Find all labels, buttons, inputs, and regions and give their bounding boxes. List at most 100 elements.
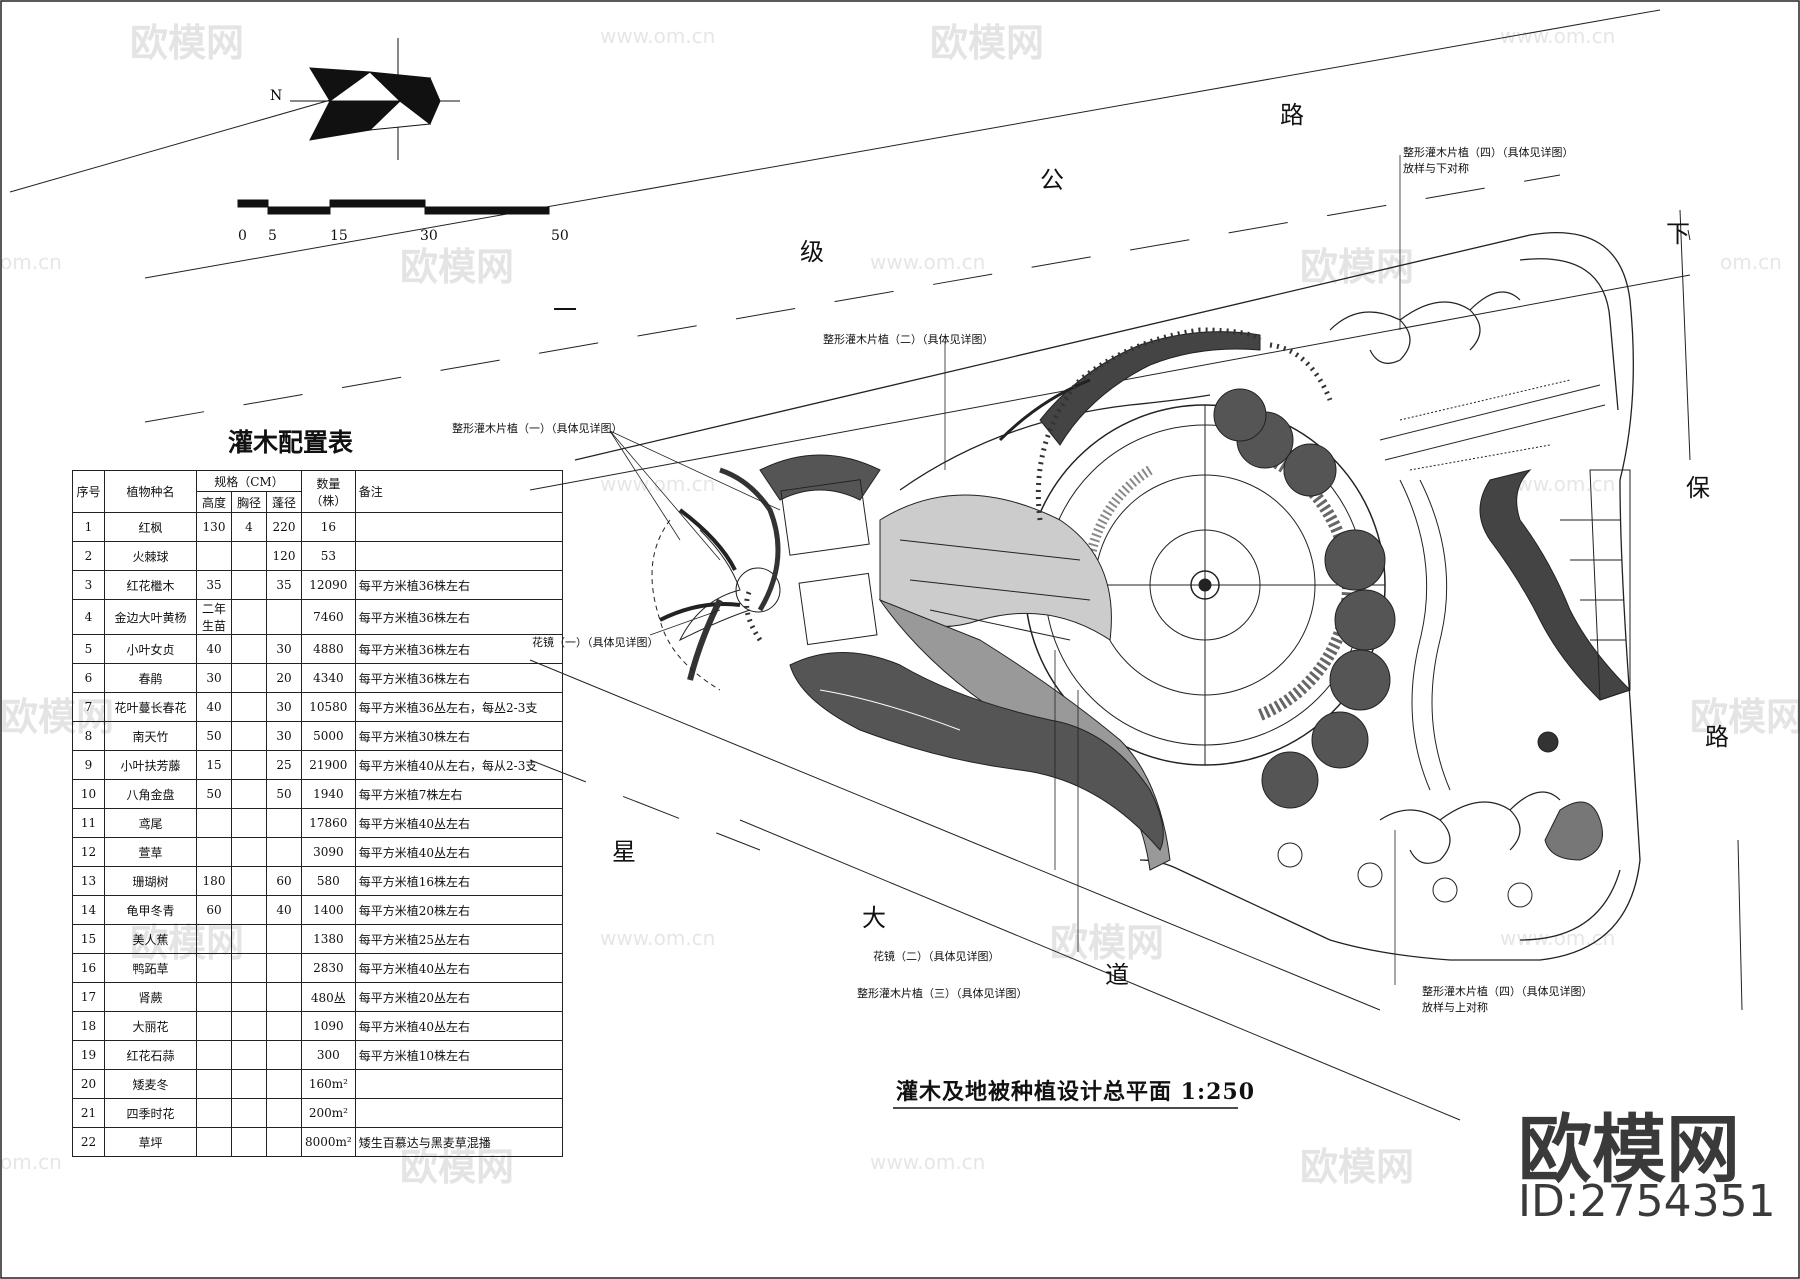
cell-no: 8 (72, 721, 105, 751)
header-no: 序号 (72, 470, 105, 513)
cell-height (196, 1011, 232, 1041)
cell-no: 9 (72, 750, 105, 780)
scale-number: 30 (420, 228, 438, 244)
plan-title: 灌木及地被种植设计总平面 1:250 (896, 1079, 1256, 1105)
cell-crown: 35 (266, 570, 302, 600)
road-label-right: 路 (1705, 723, 1729, 751)
cell-qty: 580 (301, 866, 356, 896)
road-label-right: 保 (1686, 474, 1710, 502)
watermark-url: www.om.cn (600, 926, 716, 950)
callout-label: 整形灌木片植（四）（具体见详图） (1422, 985, 1593, 998)
diagonal-walkway (1379, 379, 1606, 791)
cell-crown: 30 (266, 721, 302, 751)
header-crown: 蓬径 (266, 491, 302, 513)
watermark-url: www.om.cn (600, 472, 716, 496)
cell-qty: 17860 (301, 808, 356, 838)
cell-no: 10 (72, 779, 105, 809)
cell-crown: 40 (266, 895, 302, 925)
brand-id: ID:2754351 (1518, 1176, 1776, 1227)
bottom-right-bed (1537, 731, 1603, 861)
watermark-brand: 欧模网 (930, 21, 1045, 65)
cell-height (196, 1127, 232, 1157)
cell-no: 14 (72, 895, 105, 925)
brand-logo: 欧模网 (1518, 1107, 1740, 1193)
cell-no: 2 (72, 541, 105, 571)
cell-name: 萱草 (104, 837, 197, 867)
road-label-top: 公 (1040, 166, 1064, 194)
cell-no: 17 (72, 982, 105, 1012)
road-label-top: 一 (553, 296, 577, 324)
cell-dbh (231, 808, 267, 838)
cell-note: 每平方米植36株左右 (354, 663, 563, 693)
cell-qty: 1400 (301, 895, 356, 925)
cell-crown (266, 1069, 302, 1099)
cell-qty: 4880 (301, 634, 356, 664)
scalloped-bed (1213, 388, 1396, 809)
north-label: N (270, 88, 282, 104)
cell-qty: 1090 (301, 1011, 356, 1041)
watermark-url: om.cn (1720, 250, 1782, 274)
watermark-brand: 欧模网 (1050, 921, 1165, 965)
cell-name: 肾蕨 (104, 982, 197, 1012)
cell-crown: 30 (266, 634, 302, 664)
right-shrub-band (1479, 469, 1631, 701)
cell-crown (266, 982, 302, 1012)
cell-crown (266, 837, 302, 867)
cell-no: 4 (72, 599, 105, 635)
scale-number: 15 (330, 228, 348, 244)
cell-crown: 50 (266, 779, 302, 809)
table-title: 灌木配置表 (228, 428, 354, 457)
cell-qty: 21900 (301, 750, 356, 780)
cell-crown (266, 808, 302, 838)
cell-crown (266, 1098, 302, 1128)
road-label-bottom: 星 (612, 838, 636, 866)
cell-name: 八角金盘 (104, 779, 197, 809)
cell-height: 二年生苗 (196, 599, 232, 635)
cell-height (196, 541, 232, 571)
cell-name: 珊瑚树 (104, 866, 197, 896)
cell-height (196, 1069, 232, 1099)
cell-dbh (231, 866, 267, 896)
cell-crown (266, 1127, 302, 1157)
cell-dbh (231, 1127, 267, 1157)
cell-qty: 200m² (301, 1098, 356, 1128)
cell-note: 每平方米植36丛左右，每丛2-3支 (354, 692, 563, 722)
cell-note (354, 512, 563, 542)
watermark-url: om.cn (0, 250, 62, 274)
cell-name: 火棘球 (104, 541, 197, 571)
cell-height (196, 1098, 232, 1128)
cell-height (196, 953, 232, 983)
cell-crown (266, 953, 302, 983)
cell-note: 每平方米植40丛左右 (354, 808, 563, 838)
cell-note: 每平方米植40丛左右 (354, 953, 563, 983)
header-qty: 数量（株） (301, 470, 356, 513)
cell-qty: 10580 (301, 692, 356, 722)
cell-no: 5 (72, 634, 105, 664)
watermark-brand: 欧模网 (130, 21, 245, 65)
cell-qty: 5000 (301, 721, 356, 751)
cell-height: 60 (196, 895, 232, 925)
cell-no: 20 (72, 1069, 105, 1099)
callout-label: 整形灌木片植（一）（具体见详图） (452, 422, 623, 435)
bead-border (744, 327, 1333, 642)
cell-dbh (231, 953, 267, 983)
cell-note (354, 541, 563, 571)
cell-qty: 160m² (301, 1069, 356, 1099)
cell-name: 龟甲冬青 (104, 895, 197, 925)
callout-label: 整形灌木片植（二）（具体见详图） (823, 333, 994, 346)
cell-dbh (231, 1011, 267, 1041)
callout-leaders (609, 155, 1401, 985)
cell-crown: 120 (266, 541, 302, 571)
scale-number: 0 (238, 228, 247, 244)
